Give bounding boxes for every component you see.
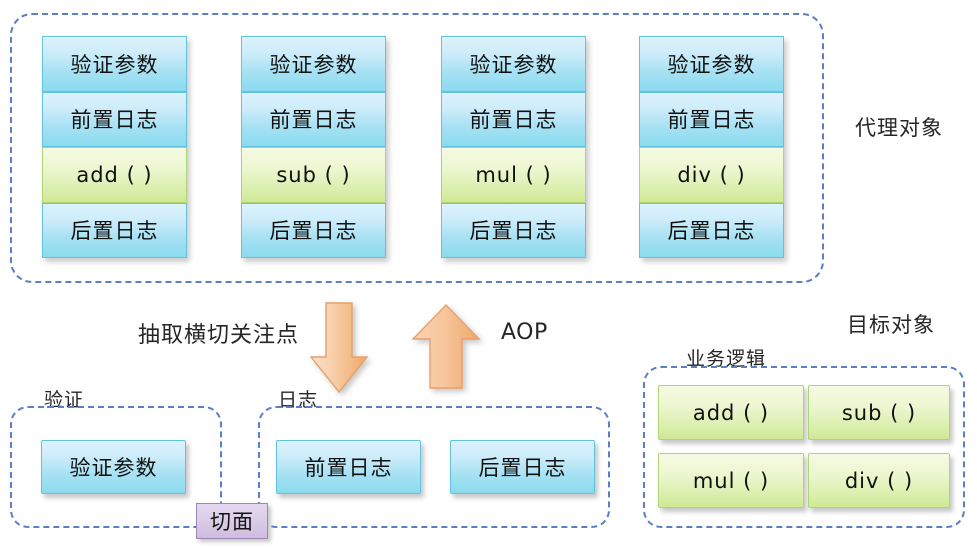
after-log-box: 后置日志 (450, 440, 595, 494)
proxy-cell-validate: 验证参数 (241, 36, 386, 92)
proxy-cell-validate: 验证参数 (441, 36, 586, 92)
proxy-cell-before-log: 前置日志 (241, 91, 386, 147)
extract-crosscutting-label: 抽取横切关注点 (138, 323, 300, 348)
arrow-down-icon (309, 302, 369, 394)
proxy-object-group (10, 13, 824, 283)
proxy-cell-before-log: 前置日志 (42, 91, 187, 147)
proxy-cell-method: div ( ) (639, 147, 784, 203)
proxy-cell-after-log: 后置日志 (441, 202, 586, 258)
proxy-cell-before-log: 前置日志 (639, 91, 784, 147)
target-object-label: 目标对象 (847, 313, 935, 337)
proxy-cell-before-log: 前置日志 (441, 91, 586, 147)
proxy-cell-after-log: 后置日志 (639, 202, 784, 258)
method-box-sub: sub ( ) (808, 385, 950, 440)
proxy-cell-validate: 验证参数 (639, 36, 784, 92)
method-box-mul: mul ( ) (658, 453, 804, 508)
proxy-cell-method: add ( ) (42, 147, 187, 203)
proxy-cell-method: sub ( ) (241, 147, 386, 203)
proxy-column-sub: 验证参数 前置日志 sub ( ) 后置日志 (241, 36, 386, 258)
proxy-cell-method: mul ( ) (441, 147, 586, 203)
method-box-div: div ( ) (808, 453, 950, 508)
validate-group-label: 验证 (44, 389, 85, 411)
validate-param-box: 验证参数 (41, 440, 186, 494)
arrow-up-icon (411, 303, 481, 389)
business-logic-group (643, 366, 965, 528)
proxy-cell-validate: 验证参数 (42, 36, 187, 92)
before-log-box: 前置日志 (276, 440, 421, 494)
proxy-column-add: 验证参数 前置日志 add ( ) 后置日志 (42, 36, 187, 258)
method-box-add: add ( ) (658, 385, 804, 440)
aop-label: AOP (501, 320, 548, 345)
proxy-column-mul: 验证参数 前置日志 mul ( ) 后置日志 (441, 36, 586, 258)
validate-group (10, 406, 222, 528)
aspect-badge: 切面 (196, 503, 268, 539)
business-logic-label: 业务逻辑 (686, 348, 767, 370)
proxy-object-label: 代理对象 (855, 116, 943, 140)
log-group (258, 406, 610, 528)
proxy-cell-after-log: 后置日志 (42, 202, 187, 258)
proxy-column-div: 验证参数 前置日志 div ( ) 后置日志 (639, 36, 784, 258)
log-group-label: 日志 (278, 389, 319, 411)
proxy-cell-after-log: 后置日志 (241, 202, 386, 258)
